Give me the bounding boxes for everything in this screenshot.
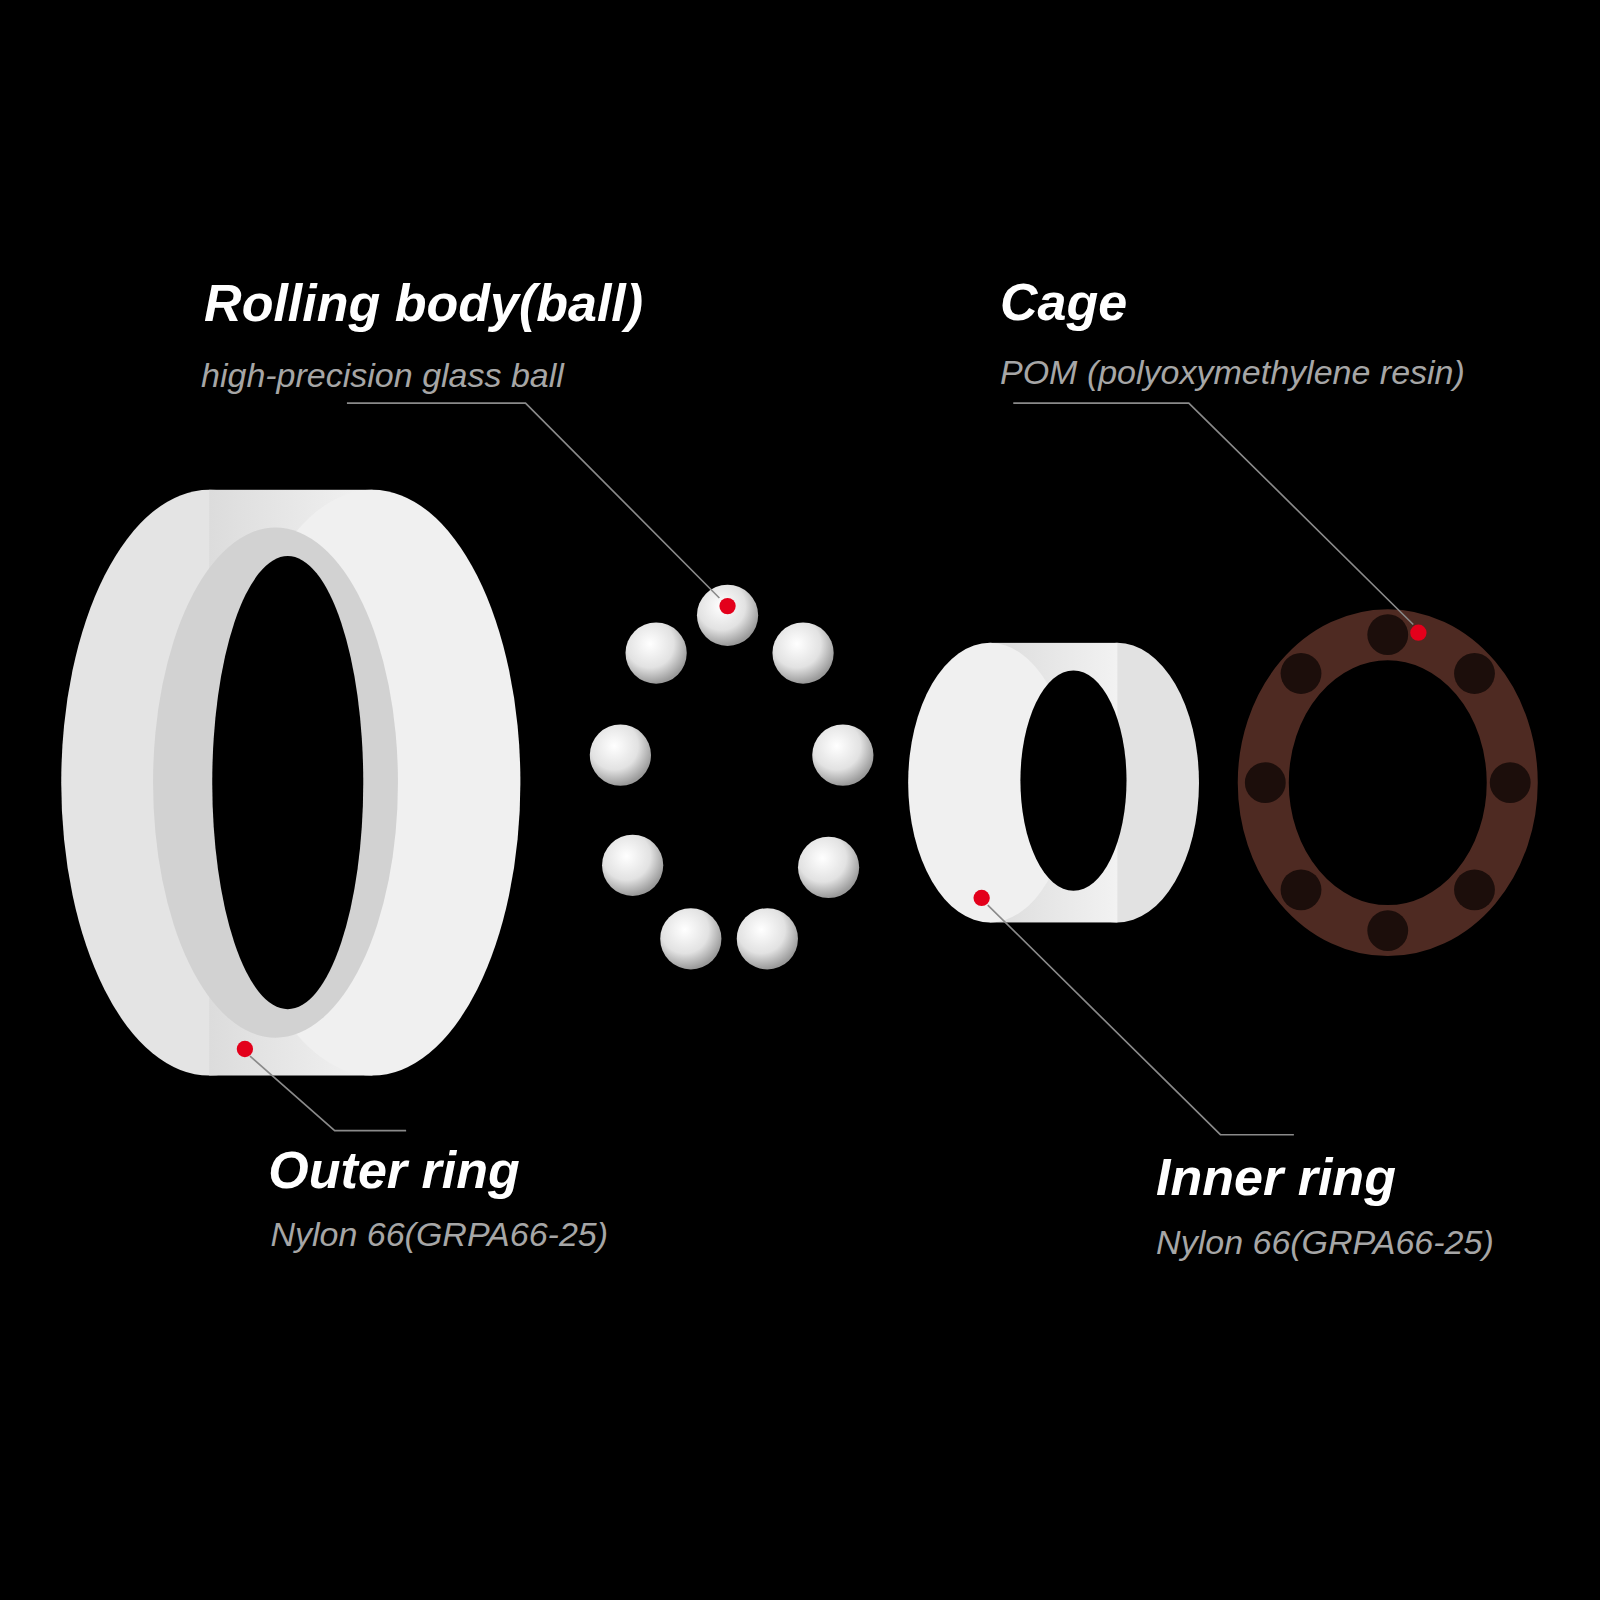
outer-ring: [61, 490, 520, 1076]
cage: [1245, 614, 1531, 951]
material-note: Nylon 66(GRPA66-25): [270, 1215, 608, 1254]
glass-balls: [590, 585, 874, 970]
inner-ring: [908, 643, 1199, 923]
part-name: Inner ring: [1156, 1148, 1396, 1208]
part-name: Outer ring: [268, 1141, 519, 1201]
marker-dots: [237, 598, 1427, 1057]
material-note: high-precision glass ball: [201, 356, 564, 395]
material-note: Nylon 66(GRPA66-25): [1156, 1223, 1494, 1262]
leader-lines: [250, 403, 1413, 1135]
part-name: Cage: [1000, 273, 1127, 333]
part-name: Rolling body(ball): [204, 274, 643, 334]
material-note: POM (polyoxymethylene resin): [1000, 353, 1465, 392]
